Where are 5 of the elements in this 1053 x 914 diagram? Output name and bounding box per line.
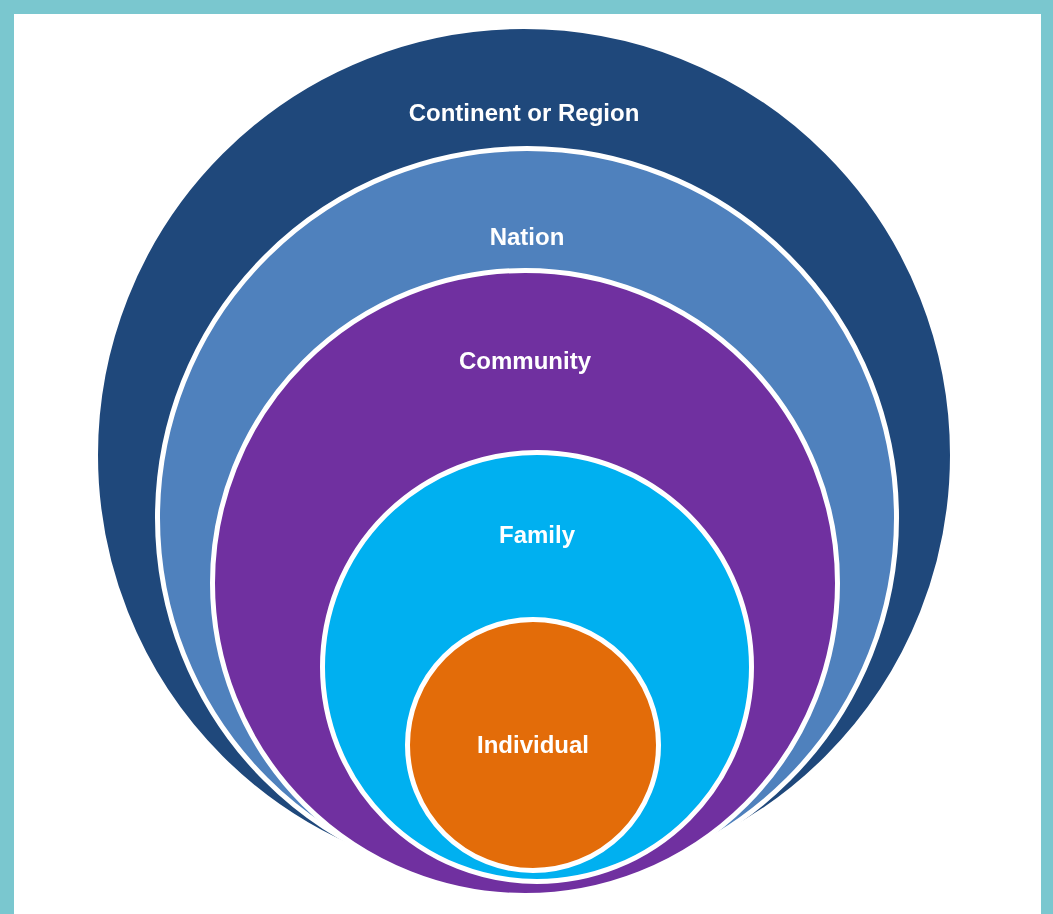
circle-label: Continent or Region: [408, 98, 640, 128]
circle-label: Community: [459, 346, 591, 376]
circle-label: Family: [499, 520, 575, 550]
circle-label: Individual: [477, 730, 589, 760]
circle-label: Nation: [489, 222, 565, 252]
